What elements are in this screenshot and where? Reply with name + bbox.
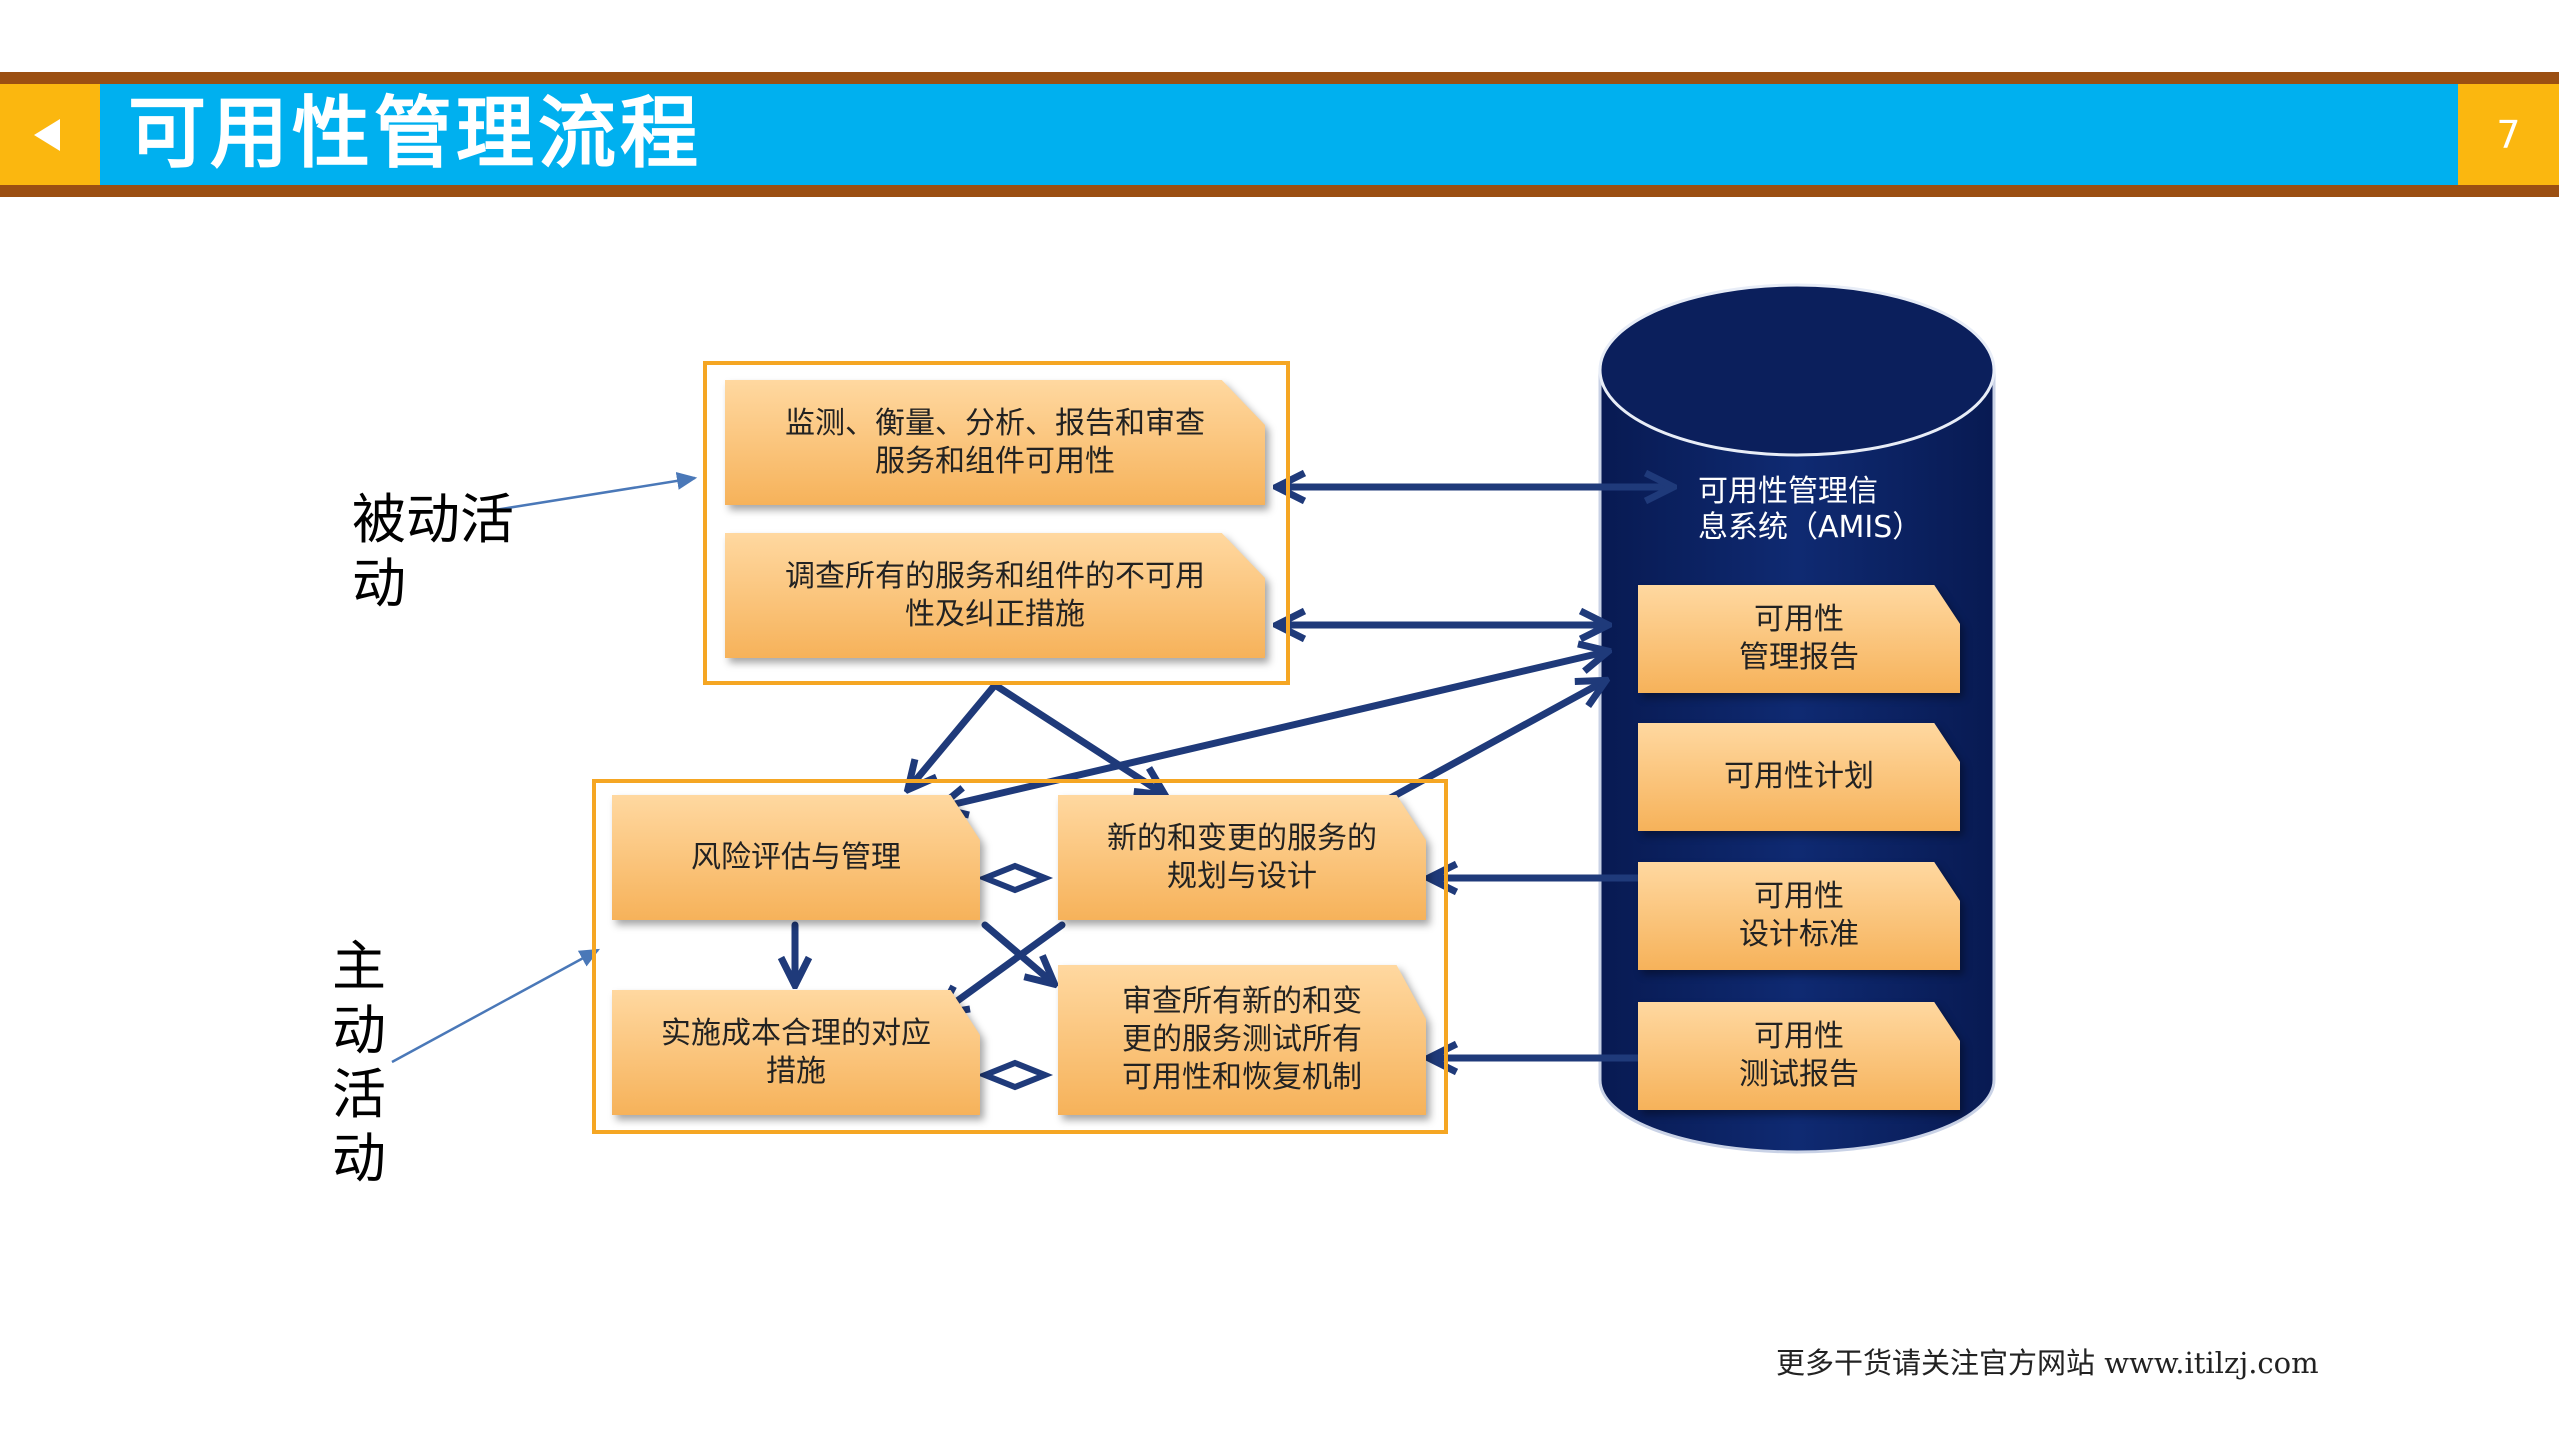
countermeasures-box: 实施成本合理的对应 措施 xyxy=(612,990,980,1115)
proactive-label-line-3: 活 xyxy=(332,1063,386,1126)
passive-activities-label: 被动活 动 xyxy=(352,488,514,616)
left-triangle-icon xyxy=(34,118,60,151)
proactive-label-line-2: 动 xyxy=(332,999,386,1062)
diamond-countermeasures-review xyxy=(976,1059,1054,1091)
investigate-note-wrap: 调查所有的服务和组件的不可用 性及纠正措施 xyxy=(725,533,1265,658)
risk-assessment-box: 风险评估与管理 xyxy=(612,795,980,920)
back-button[interactable] xyxy=(0,84,100,185)
doc-management-report: 可用性 管理报告 xyxy=(1638,585,1960,693)
diamond-risk-planning xyxy=(976,862,1054,894)
passive-callout-line xyxy=(494,471,698,512)
header-top-band xyxy=(0,72,2559,84)
proactive-callout-line xyxy=(391,948,600,1064)
page-title: 可用性管理流程 xyxy=(128,89,703,179)
doc-management-report-line-2: 管理报告 xyxy=(1739,640,1859,675)
arrow-reactive-risk xyxy=(910,681,999,787)
footer-website-note: 更多干货请关注官方网站 www.itilzj.com xyxy=(1776,1346,2319,1380)
proactive-activities-frame xyxy=(592,779,1448,1134)
doc-design-standards: 可用性 设计标准 xyxy=(1638,862,1960,970)
review-line-2: 更的服务测试所有 xyxy=(1122,1022,1362,1057)
header-bar xyxy=(0,84,2559,185)
page-number: 7 xyxy=(2458,84,2559,185)
review-line-3: 可用性和恢复机制 xyxy=(1122,1060,1362,1095)
planning-line-1: 新的和变更的服务的 xyxy=(1107,820,1377,856)
investigate-line-1: 调查所有的服务和组件的不可用 xyxy=(785,558,1205,594)
monitor-line-1: 监测、衡量、分析、报告和审查 xyxy=(785,405,1205,441)
investigate-unavailability-box: 调查所有的服务和组件的不可用 性及纠正措施 xyxy=(725,533,1265,658)
amis-title-line-2: 息系统（AMIS） xyxy=(1698,510,1923,545)
review-line-1: 审查所有新的和变 xyxy=(1122,984,1362,1019)
doc-test-report-line-2: 测试报告 xyxy=(1739,1057,1859,1092)
monitor-analysis-box: 监测、衡量、分析、报告和审查 服务和组件可用性 xyxy=(725,380,1265,505)
header-bottom-band xyxy=(0,185,2559,197)
investigate-line-2: 性及纠正措施 xyxy=(905,596,1085,632)
doc-test-report-line-1: 可用性 xyxy=(1754,1019,1844,1054)
proactive-label-line-4: 动 xyxy=(332,1127,386,1190)
proactive-label-line-1: 主 xyxy=(332,935,386,998)
monitor-note-wrap: 监测、衡量、分析、报告和审查 服务和组件可用性 xyxy=(725,380,1265,505)
doc-management-report-line-1: 可用性 xyxy=(1754,602,1844,637)
countermeasures-line-2: 措施 xyxy=(766,1053,826,1089)
doc-test-report: 可用性 测试报告 xyxy=(1638,1002,1960,1110)
amis-title-line-1: 可用性管理信 xyxy=(1698,474,1878,509)
arrow-planning-docs xyxy=(1368,682,1603,812)
amis-title: 可用性管理信 息系统（AMIS） xyxy=(1698,474,1922,546)
passive-label-line-2: 动 xyxy=(352,552,406,615)
passive-label-line-1: 被动活 xyxy=(352,488,514,551)
doc-availability-plan: 可用性计划 xyxy=(1638,723,1960,831)
countermeasures-line-1: 实施成本合理的对应 xyxy=(661,1015,931,1051)
planning-design-box: 新的和变更的服务的 规划与设计 xyxy=(1058,795,1426,920)
risk-line-1: 风险评估与管理 xyxy=(691,839,901,875)
review-testing-box: 审查所有新的和变 更的服务测试所有 可用性和恢复机制 xyxy=(1058,965,1426,1115)
monitor-line-2: 服务和组件可用性 xyxy=(875,443,1115,479)
planning-line-2: 规划与设计 xyxy=(1167,858,1317,894)
arrow-planning-countermeasures xyxy=(942,921,1066,1012)
proactive-activities-label: 主 动 活 动 xyxy=(332,935,386,1191)
doc-availability-plan-line-1: 可用性计划 xyxy=(1724,759,1874,794)
doc-design-standards-line-1: 可用性 xyxy=(1754,879,1844,914)
doc-design-standards-line-2: 设计标准 xyxy=(1739,917,1859,952)
reactive-activities-frame xyxy=(703,361,1290,685)
